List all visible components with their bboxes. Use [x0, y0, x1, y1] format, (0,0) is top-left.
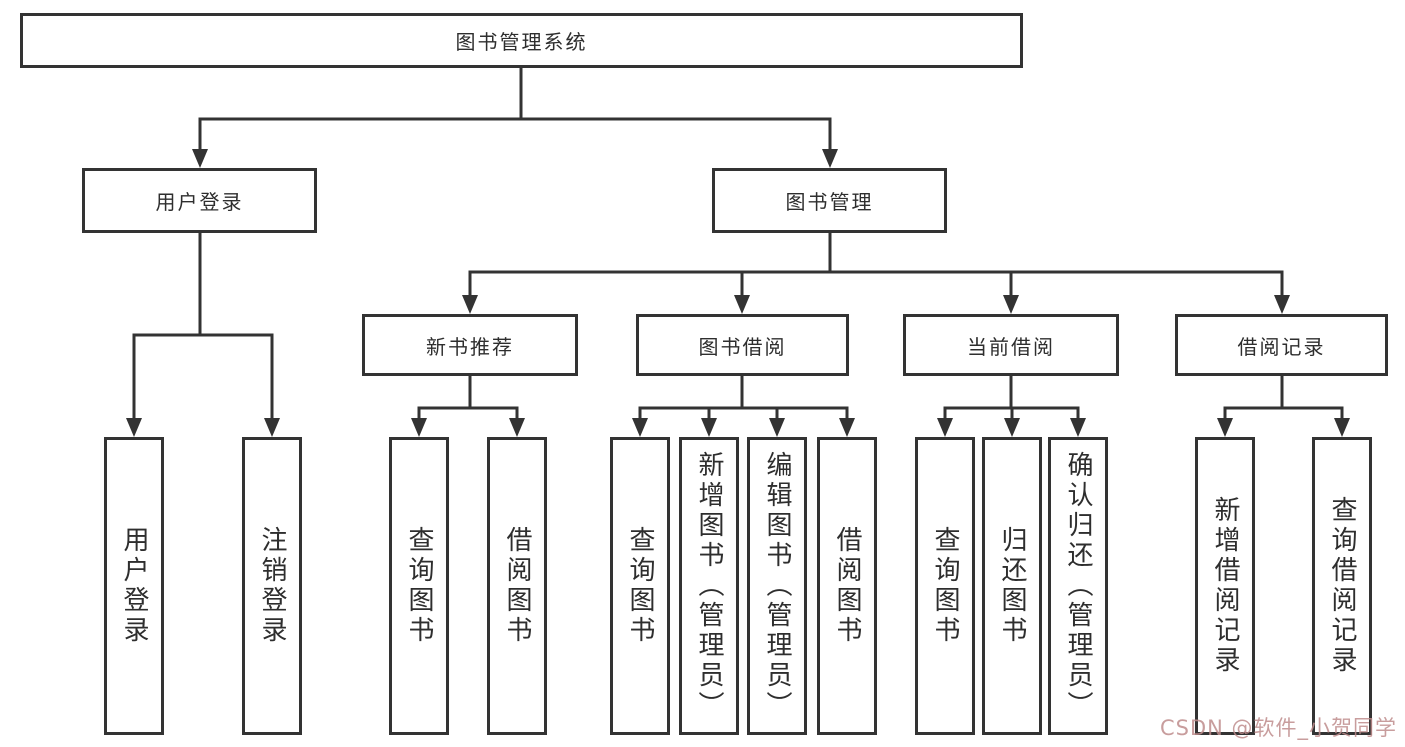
node-current-borrowing: 当前借阅	[903, 314, 1119, 376]
leaf-label: 编辑图书（管理员）	[762, 451, 792, 721]
leaf-borrowing-add-books-admin: 新增图书（管理员）	[679, 437, 739, 735]
leaf-label: 确认归还（管理员）	[1063, 451, 1093, 721]
leaf-label: 用户登录	[119, 526, 149, 646]
leaf-user-login: 用户登录	[104, 437, 164, 735]
leaf-label: 查询图书	[404, 526, 434, 646]
node-new-book-recommendation: 新书推荐	[362, 314, 578, 376]
leaf-recommend-borrow-books: 借阅图书	[487, 437, 547, 735]
leaf-current-confirm-return-admin: 确认归还（管理员）	[1048, 437, 1108, 735]
leaf-label: 借阅图书	[832, 526, 862, 646]
node-user-login-branch: 用户登录	[82, 168, 317, 233]
leaf-label: 查询借阅记录	[1327, 496, 1357, 676]
leaf-label: 新增借阅记录	[1210, 496, 1240, 676]
leaf-borrowing-edit-books-admin: 编辑图书（管理员）	[747, 437, 807, 735]
leaf-current-return-books: 归还图书	[982, 437, 1042, 735]
node-borrowing-records: 借阅记录	[1175, 314, 1388, 376]
node-root: 图书管理系统	[20, 13, 1023, 68]
leaf-recommend-query-books: 查询图书	[389, 437, 449, 735]
leaf-current-query-books: 查询图书	[915, 437, 975, 735]
connector-wires	[132, 68, 1344, 424]
leaf-label: 注销登录	[257, 526, 287, 646]
node-book-borrowing: 图书借阅	[636, 314, 849, 376]
leaf-records-add-borrow-record: 新增借阅记录	[1195, 437, 1255, 735]
leaf-logout: 注销登录	[242, 437, 302, 735]
leaf-borrowing-query-books: 查询图书	[610, 437, 670, 735]
leaf-label: 查询图书	[930, 526, 960, 646]
node-book-management-branch: 图书管理	[712, 168, 947, 233]
leaf-label: 借阅图书	[502, 526, 532, 646]
csdn-watermark: CSDN @软件_小贺同学	[1160, 716, 1398, 740]
leaf-label: 新增图书（管理员）	[694, 451, 724, 721]
leaf-label: 查询图书	[625, 526, 655, 646]
leaf-borrowing-borrow-books: 借阅图书	[817, 437, 877, 735]
leaf-label: 归还图书	[997, 526, 1027, 646]
leaf-records-query-borrow-record: 查询借阅记录	[1312, 437, 1372, 735]
